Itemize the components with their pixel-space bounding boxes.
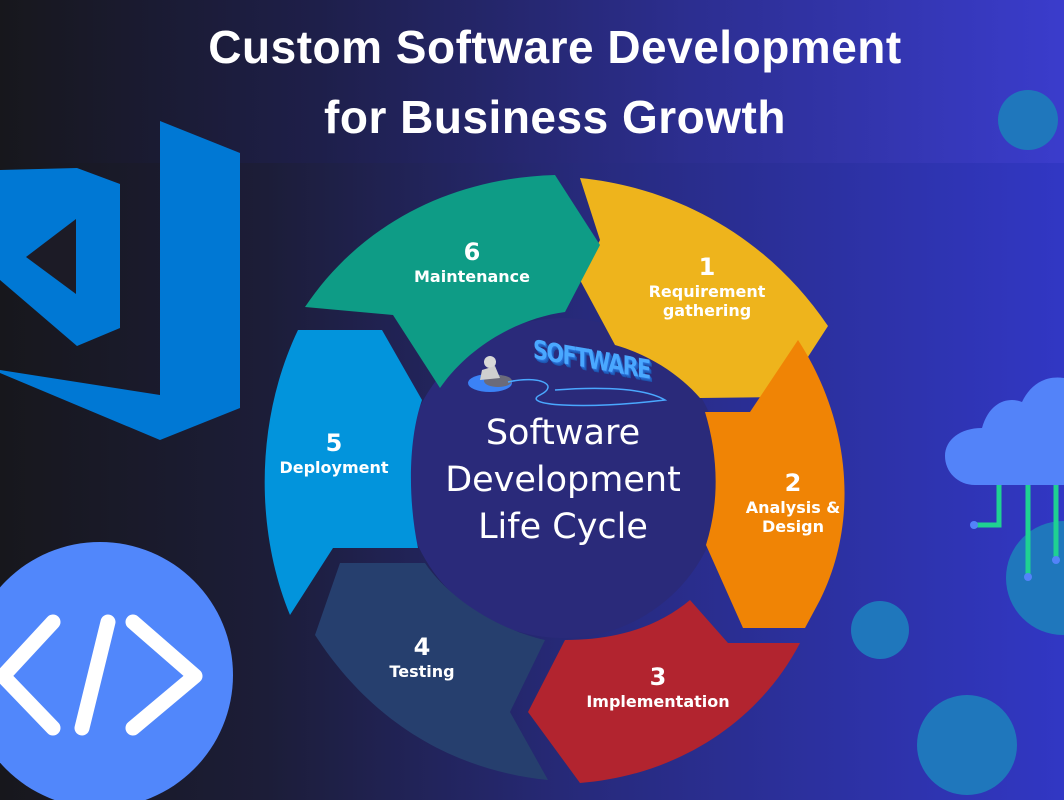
bubble-decoration: [851, 601, 909, 659]
step-text: gathering: [662, 301, 752, 321]
step-4-label: 4 Testing: [362, 632, 482, 681]
center-title-line-3: Life Cycle: [478, 507, 648, 547]
code-brackets-icon: [0, 542, 233, 800]
software-mouse-graphic: [468, 356, 668, 407]
center-disc: [403, 318, 723, 638]
step-3-segment[interactable]: [528, 600, 800, 783]
step-number: 4: [413, 633, 431, 661]
step-number: 3: [649, 663, 667, 691]
center-title: Software Development Life Cycle: [413, 410, 713, 551]
step-number: 1: [698, 253, 716, 281]
center-title-line-1: Software: [485, 413, 641, 453]
step-number: 2: [784, 469, 802, 497]
title-line-1: Custom Software Development: [208, 21, 902, 73]
step-5-label: 5 Deployment: [266, 428, 402, 477]
title-line-2: for Business Growth: [324, 91, 786, 143]
bubble-decoration: [998, 90, 1058, 150]
visual-studio-logo-icon: [0, 121, 240, 440]
step-text: Deployment: [279, 458, 389, 477]
step-number: 6: [463, 238, 481, 266]
step-5-segment[interactable]: [264, 330, 422, 615]
step-3-label: 3 Implementation: [568, 662, 748, 711]
step-number: 5: [325, 429, 343, 457]
step-4-segment[interactable]: [315, 563, 548, 780]
step-6-label: 6 Maintenance: [398, 237, 546, 286]
cloud-circuit-icon: [945, 377, 1064, 581]
step-2-label: 2 Analysis & Design: [718, 468, 868, 536]
page-title: Custom Software Development for Business…: [0, 12, 1064, 152]
step-text: Maintenance: [413, 267, 530, 286]
step-6-segment[interactable]: [305, 175, 600, 388]
step-text: Testing: [389, 662, 455, 681]
step-text: Analysis &: [745, 498, 841, 517]
step-1-segment[interactable]: [580, 178, 828, 398]
step-text: Design: [762, 517, 824, 537]
bubble-decoration: [1006, 521, 1064, 635]
center-title-line-2: Development: [445, 460, 681, 500]
step-text: Requirement: [648, 282, 766, 301]
step-text: Implementation: [586, 692, 730, 711]
step-1-label: 1 Requirement gathering: [622, 252, 792, 320]
step-2-segment[interactable]: [705, 340, 845, 628]
bubble-decoration: [917, 695, 1017, 795]
